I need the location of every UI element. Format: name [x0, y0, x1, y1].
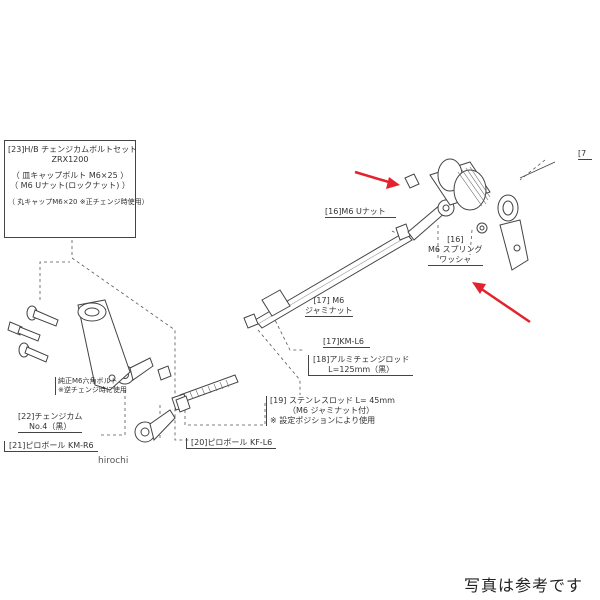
- mid-parts: [157, 313, 259, 413]
- callout-23-line-1: [23]H/B チェンジカムボルトセット: [8, 145, 138, 154]
- callout-23-line-5: （ 丸キャップM6×20 ※正チェンジ時使用）: [8, 198, 149, 206]
- red-arrow-lower: [472, 282, 531, 324]
- callout-17-jamnut: [17] M6 ジャミナット: [305, 296, 353, 317]
- callout-oem-bolt: 純正M6六角ボルト ※逆チェンジ時に使用: [55, 377, 127, 395]
- callout-18-line-1: [18]アルミチェンジロッド: [313, 355, 410, 364]
- change-cam: [77, 299, 131, 391]
- callout-16-unut: [16]M6 Uナット: [325, 207, 396, 218]
- callout-18: [18]アルミチェンジロッド L=125mm（黒）: [308, 355, 414, 376]
- callout-23: [23]H/B チェンジカムボルトセット ZRX1200 （ 皿キャップボルト …: [4, 140, 149, 238]
- callout-22: [22]チェンジカム No.4（黒）: [18, 412, 83, 433]
- callout-18-line-2: L=125mm（黒）: [328, 365, 395, 374]
- callout-17-jamnut-line-2: ジャミナット: [305, 306, 353, 315]
- footer-note: 写真は参考です: [464, 576, 584, 595]
- callout-oem-bolt-line-2: ※逆チェンジ時に使用: [58, 386, 127, 394]
- callout-16-washer-line-1: [16]: [447, 235, 464, 244]
- callout-17-jamnut-line-1: [17] M6: [313, 296, 345, 305]
- callout-oem-bolt-line-1: 純正M6六角ボルト: [58, 377, 118, 385]
- callout-19-line-3: ※ 設定ポジションにより使用: [270, 416, 376, 425]
- aluminum-change-rod: [254, 231, 413, 329]
- callout-19: [19] ステンレスロッド L= 45mm （M6 ジャミナット付） ※ 設定ポ…: [266, 396, 395, 426]
- callout-19-line-1: [19] ステンレスロッド L= 45mm: [270, 396, 395, 405]
- callout-7: [7: [578, 149, 593, 160]
- callout-16-washer-line-2: M6 スプリング: [428, 245, 483, 254]
- callout-22-line-2: No.4（黒）: [29, 422, 72, 431]
- callout-19-line-2: （M6 ジャミナット付）: [288, 406, 375, 415]
- callout-22-line-1: [22]チェンジカム: [18, 412, 83, 421]
- callout-17-kml6: [17]KM-L6: [323, 337, 371, 348]
- watermark: hirochi: [98, 456, 129, 466]
- top-right-assembly: [395, 158, 556, 271]
- red-arrow-upper: [354, 170, 400, 189]
- callout-16-washer: [16] M6 スプリング ワッシャ: [428, 235, 483, 266]
- bolts-left: [7, 305, 59, 363]
- callout-23-line-3: （ 皿キャップボルト M6×25 ）: [11, 171, 129, 180]
- pillow-ball-left: [115, 357, 176, 443]
- callout-20: [20]ピロボール KF-L6: [186, 438, 277, 449]
- leader-lines: [39, 159, 546, 441]
- callout-21: [21]ピロボール KM-R6: [4, 441, 98, 452]
- callout-16-washer-line-3: ワッシャ: [439, 255, 472, 264]
- callout-23-line-2: ZRX1200: [51, 155, 89, 164]
- callout-23-line-4: （ M6 Uナット(ロックナット) ）: [10, 181, 130, 190]
